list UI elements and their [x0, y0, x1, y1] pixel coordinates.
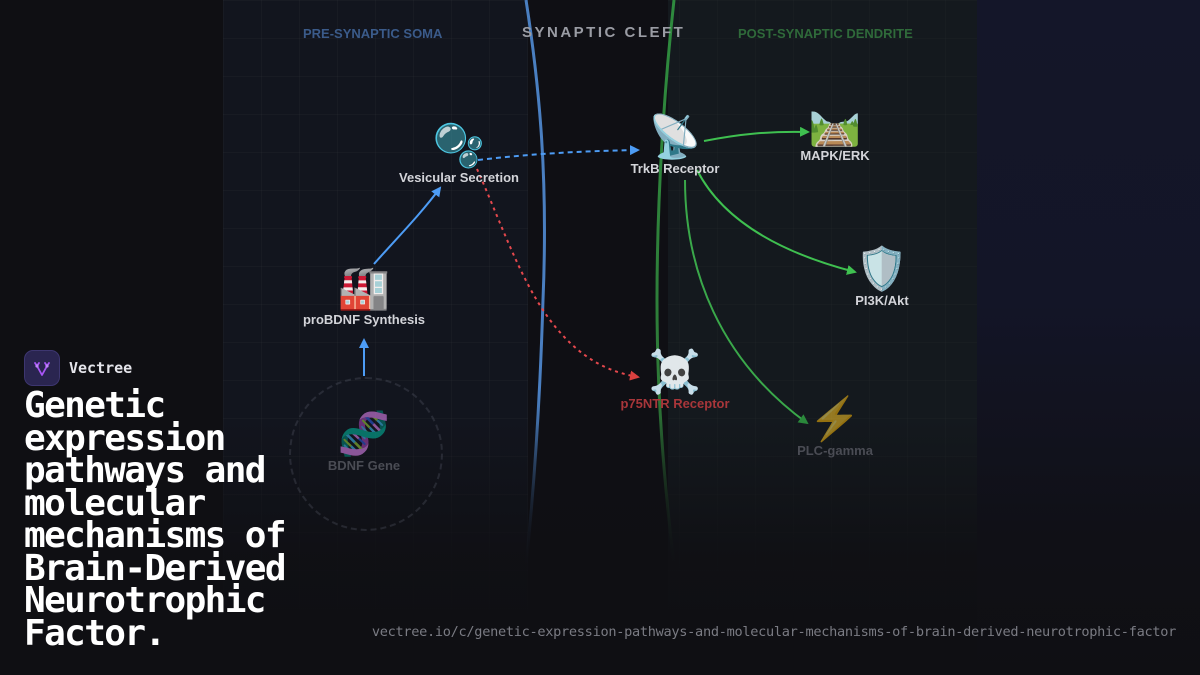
node-label: proBDNF Synthesis: [302, 312, 426, 327]
node-label: BDNF Gene: [327, 458, 401, 473]
zone-label-synaptic-cleft: SYNAPTIC CLEFT: [522, 24, 686, 41]
bubbles-icon: 🫧: [432, 122, 486, 169]
node-label: TrkB Receptor: [630, 161, 720, 176]
node-bdnf-gene[interactable]: 🧬 BDNF Gene: [328, 410, 400, 473]
factory-icon: 🏭: [337, 264, 391, 311]
node-label: Vesicular Secretion: [399, 170, 519, 185]
dna-icon: 🧬: [337, 410, 391, 457]
gene-highlight-ring: [289, 377, 443, 531]
brand-name: Vectree: [69, 359, 133, 377]
node-label: PLC-gamma: [797, 443, 873, 458]
tree-branch-icon: [24, 350, 60, 386]
page-title: Genetic expression pathways and molecula…: [24, 385, 287, 654]
satellite-dish-icon: 📡: [648, 113, 702, 160]
skull-crossbones-icon: ☠️: [648, 348, 702, 395]
node-probdnf-synthesis[interactable]: 🏭 proBDNF Synthesis: [303, 264, 425, 327]
zone-label-pre-synaptic: PRE-SYNAPTIC SOMA: [303, 26, 443, 41]
node-label: PI3K/Akt: [855, 293, 909, 308]
node-pi3k-akt[interactable]: 🛡️ PI3K/Akt: [855, 245, 908, 308]
node-plc-gamma[interactable]: ⚡ PLC-gamma: [797, 395, 873, 458]
brand[interactable]: Vectree: [24, 350, 132, 386]
railway-track-icon: 🛤️: [808, 100, 862, 147]
lightning-icon: ⚡: [808, 395, 862, 442]
zone-label-post-synaptic: POST-SYNAPTIC DENDRITE: [738, 26, 913, 41]
page-url[interactable]: vectree.io/c/genetic-expression-pathways…: [371, 624, 1176, 640]
node-p75ntr-receptor[interactable]: ☠️ p75NTR Receptor: [620, 348, 729, 411]
node-label: MAPK/ERK: [800, 148, 870, 163]
node-vesicular-secretion[interactable]: 🫧 Vesicular Secretion: [399, 122, 519, 185]
node-mapk-erk[interactable]: 🛤️ MAPK/ERK: [800, 100, 869, 163]
shield-icon: 🛡️: [855, 245, 909, 292]
node-trkb-receptor[interactable]: 📡 TrkB Receptor: [631, 113, 720, 176]
node-label: p75NTR Receptor: [620, 396, 730, 411]
